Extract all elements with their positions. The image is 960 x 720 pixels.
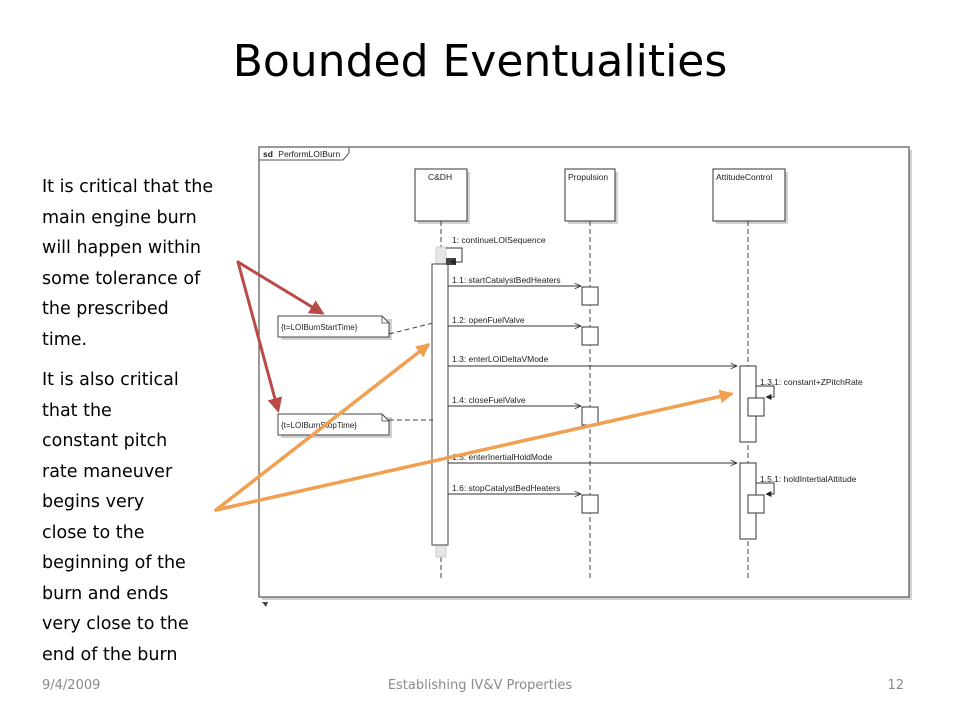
constraint-start-time — [277, 315, 390, 338]
lifeline-head-propulsion — [564, 168, 616, 222]
message-1-2-label: 1.2: openFuelValve — [452, 315, 525, 325]
lifeline-head-attitudecontrol — [712, 168, 786, 222]
message-1-5-1-arrow — [756, 482, 775, 497]
constraint-start-label: {t=LOIBurnStartTime} — [281, 323, 358, 332]
activation-nested — [747, 397, 765, 417]
note2-line: close to the — [42, 522, 145, 543]
frame-name: PerformLOIBurn — [278, 149, 340, 159]
frame-tab — [259, 147, 350, 161]
red-arrow-to-start-time — [236, 260, 325, 315]
lifeline-label-propulsion: Propulsion — [568, 172, 608, 182]
note2-line: It is also critical — [42, 370, 179, 390]
frame-keyword: sd — [263, 149, 273, 159]
footer-date: 9/4/2009 — [42, 678, 101, 693]
activation-propulsion — [581, 286, 599, 306]
note1-line: time. — [42, 329, 88, 350]
lifeline-label-attitudecontrol: AttitudeControl — [716, 172, 772, 182]
message-1-3-1-label: 1.3.1: constant+ZPitchRate — [760, 377, 863, 387]
note2-line: begins very — [42, 492, 145, 512]
constraint-stop-label: {t=LOIBurnStopTime} — [281, 421, 357, 430]
svg-text:sd PerformLOIBurn: sd PerformLOIBurn — [263, 149, 340, 159]
activation-propulsion — [581, 406, 599, 426]
message-1-6-label: 1.6: stopCatalystBedHeaters — [452, 483, 560, 493]
slide-title: Bounded Eventualities — [232, 36, 728, 87]
orange-arrow-to-burn-start — [214, 343, 431, 512]
message-1-4-label: 1.4: closeFuelValve — [452, 395, 526, 405]
note2-line: very close to the — [42, 614, 189, 634]
footer-title: Establishing IV&V Properties — [387, 678, 573, 693]
note2-line: end of the burn — [42, 644, 178, 665]
red-arrow-to-stop-time — [236, 260, 283, 413]
note1-line: will happen within — [42, 238, 201, 258]
constraint-stop-time — [277, 413, 390, 436]
message-1-5-label: 1.5: enterInertialHoldMode — [452, 452, 552, 462]
note1-line: the prescribed — [42, 299, 169, 319]
note-burn-timing: It is critical that the main engine burn… — [42, 172, 237, 355]
footer-page-number: 12 — [887, 678, 904, 693]
message-1-3-1-arrow — [756, 385, 775, 400]
message-1-label: 1: continueLOISequence — [452, 235, 546, 245]
note1-line: It is critical that the — [42, 177, 214, 197]
orange-arrow-to-pitch-rate — [214, 389, 734, 512]
activation-propulsion — [581, 494, 599, 514]
message-1-arrow — [446, 247, 463, 265]
note2-line: beginning of the — [42, 553, 186, 573]
activation-nested — [747, 494, 765, 514]
resize-handle-icon — [262, 602, 268, 607]
lifeline-label-cdh: C&DH — [428, 172, 452, 182]
note-pitch-maneuver: It is also critical that the constant pi… — [42, 365, 214, 670]
note2-line: constant pitch — [42, 431, 168, 451]
note1-line: main engine burn — [42, 207, 197, 228]
note1-line: some tolerance of — [42, 268, 201, 289]
activation-bar-cdh — [431, 263, 449, 546]
message-1-5-1-label: 1.5.1: holdIntertialAttitude — [760, 474, 857, 484]
activation-propulsion — [581, 326, 599, 346]
note2-line: burn and ends — [42, 583, 169, 604]
message-1-3-label: 1.3: enterLOIDeltaVMode — [452, 354, 549, 364]
note2-line: rate maneuver — [42, 461, 173, 482]
note2-line: that the — [42, 400, 112, 421]
message-1-1-label: 1.1: startCatalystBedHeaters — [452, 275, 561, 285]
